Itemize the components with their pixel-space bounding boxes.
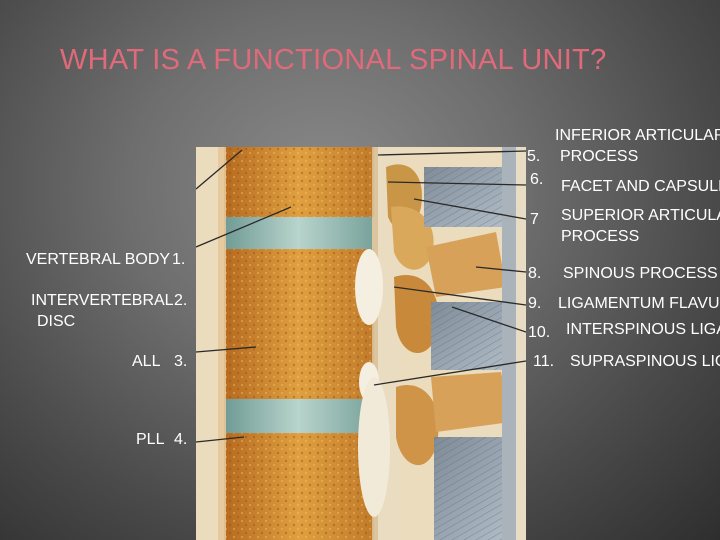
label-number-10: 10.: [528, 324, 551, 341]
label-disc: DISC: [37, 313, 76, 330]
label-number-2: 2.: [174, 292, 188, 309]
label-interspinous-ligament: INTERSPINOUS LIGAMENT: [566, 321, 720, 338]
label-number-9: 9.: [528, 295, 542, 312]
posterior-elements: [355, 147, 526, 540]
label-superior-articular: SUPERIOR ARTICULAR: [561, 207, 720, 224]
label-spinous-process: SPINOUS PROCESS: [563, 265, 718, 282]
leader-lines: [196, 149, 526, 443]
label-superior-process: PROCESS: [561, 228, 640, 245]
spine-illustration: [196, 147, 526, 540]
label-number-1: 1.: [172, 251, 186, 268]
label-number-6: 6.: [530, 171, 544, 188]
label-supraspinous-ligament: SUPRASPINOUS LIGAMENT: [570, 353, 720, 370]
label-number-3: 3.: [174, 353, 188, 370]
label-intervertebral: INTERVERTEBRAL: [31, 292, 174, 309]
label-inferior-process: PROCESS: [560, 148, 639, 165]
label-facet-capsule: FACET AND CAPSULE: [561, 178, 720, 195]
slide-title: WHAT IS A FUNCTIONAL SPINAL UNIT?: [60, 44, 607, 76]
label-number-4: 4.: [174, 431, 188, 448]
label-number-5: 5.: [527, 148, 541, 165]
label-number-11: 11.: [533, 353, 555, 370]
label-pll: PLL: [136, 431, 165, 448]
label-vertebral-body: VERTEBRAL BODY: [26, 251, 171, 268]
label-all: ALL: [132, 353, 161, 370]
vertebral-column: [218, 147, 378, 540]
label-ligamentum-flavum: LIGAMENTUM FLAVUM: [558, 295, 720, 312]
label-number-7: 7: [530, 211, 539, 228]
label-number-8: 8.: [528, 265, 542, 282]
label-inferior-articular: INFERIOR ARTICULAR: [555, 127, 720, 144]
